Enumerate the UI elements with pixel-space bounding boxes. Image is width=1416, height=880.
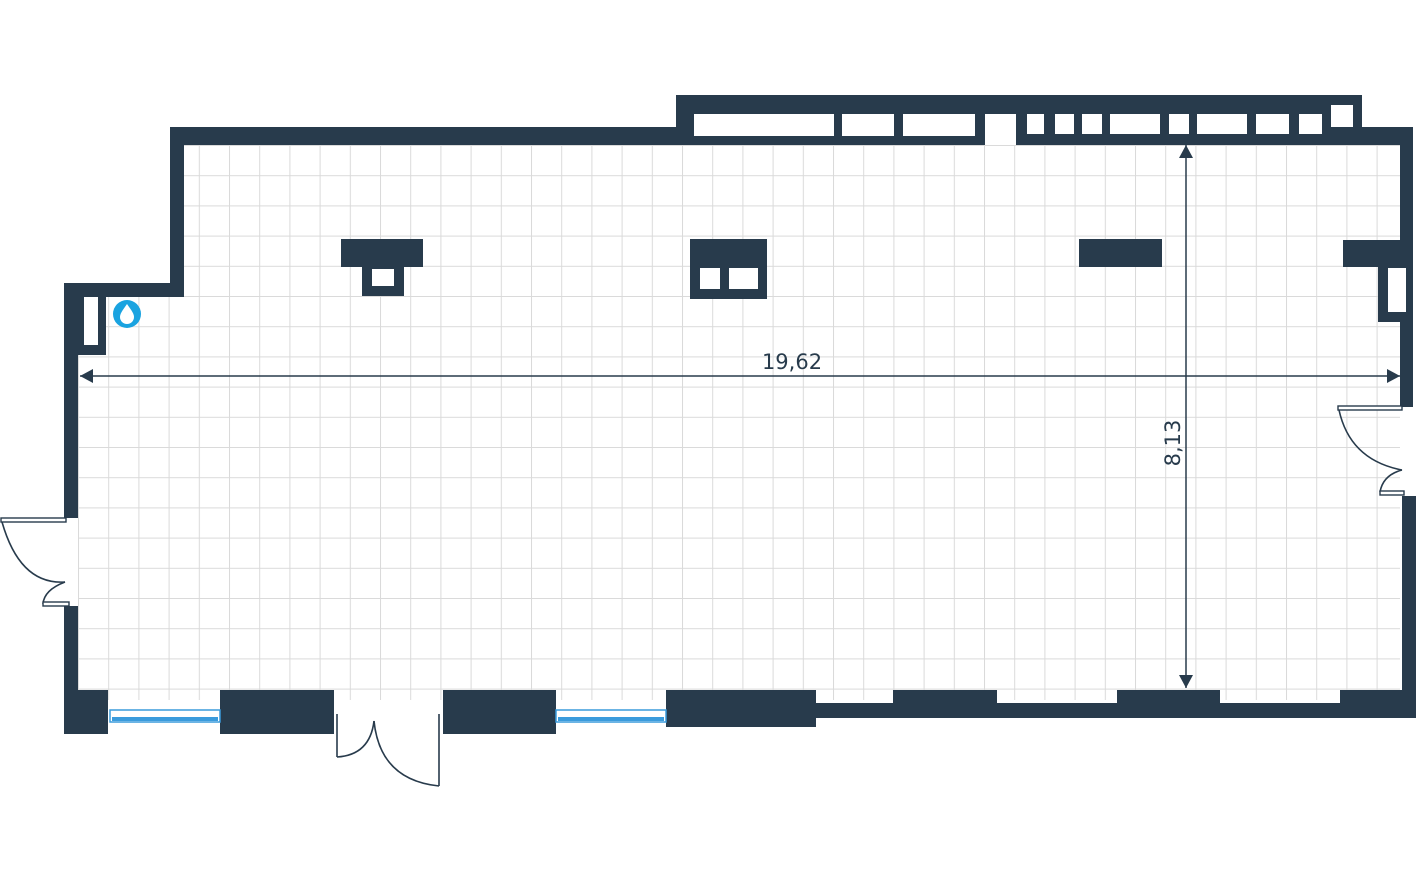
- width-label: 19,62: [762, 350, 822, 374]
- floor-grid: [78, 138, 1400, 700]
- walls: [64, 95, 1416, 734]
- width-dimension: [80, 369, 1400, 383]
- height-dimension: [1179, 145, 1193, 688]
- bottom-window-2: [555, 709, 667, 723]
- left-entrance-door[interactable]: [0, 517, 70, 607]
- bottom-window-1: [109, 709, 221, 723]
- bottom-double-door[interactable]: [336, 714, 440, 787]
- right-entrance-door[interactable]: [1337, 405, 1405, 496]
- water-drop-icon: [113, 300, 141, 328]
- height-label: 8,13: [1161, 420, 1185, 467]
